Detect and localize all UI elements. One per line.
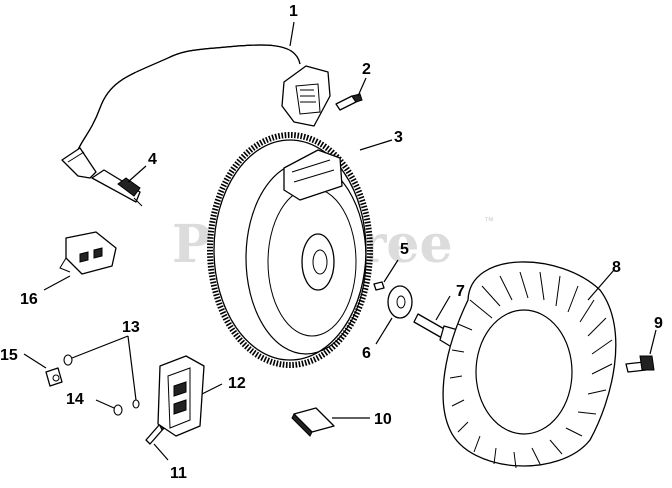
part-10-spacer[interactable] xyxy=(291,407,335,437)
watermark-trademark: ™ xyxy=(484,216,494,227)
part-1-ignition-lead[interactable] xyxy=(61,44,301,179)
part-2-screw[interactable] xyxy=(335,93,363,111)
part-15-clip[interactable] xyxy=(45,367,63,387)
callout-16: 16 xyxy=(20,291,38,308)
part-12-module[interactable] xyxy=(157,355,205,437)
part-13-hardware[interactable] xyxy=(63,354,140,409)
part-3-flywheel[interactable] xyxy=(207,132,373,368)
callout-7: 7 xyxy=(456,283,465,300)
part-14-washer[interactable] xyxy=(113,404,123,416)
callout-5: 5 xyxy=(400,241,409,258)
part-6-washer[interactable] xyxy=(387,285,413,319)
part-1-coil[interactable] xyxy=(281,65,331,127)
callout-6: 6 xyxy=(362,345,371,362)
callout-3: 3 xyxy=(394,129,403,146)
part-16-connector[interactable] xyxy=(59,231,117,275)
callout-11: 11 xyxy=(170,465,187,482)
callout-12: 12 xyxy=(228,375,246,392)
callout-15: 15 xyxy=(0,347,18,364)
callout-14: 14 xyxy=(66,391,84,408)
part-5-key[interactable] xyxy=(373,281,385,291)
leader-lines xyxy=(23,21,657,461)
part-4-spark-plug[interactable] xyxy=(91,169,143,207)
callout-labels: 1 2 3 4 5 6 7 8 9 10 11 12 13 14 15 16 xyxy=(0,3,663,482)
callout-8: 8 xyxy=(612,259,621,276)
callout-4: 4 xyxy=(148,151,157,168)
part-9-screw[interactable] xyxy=(625,355,655,373)
callout-10: 10 xyxy=(374,411,392,428)
callout-13: 13 xyxy=(122,319,140,336)
callout-9: 9 xyxy=(654,315,663,332)
part-8-fan[interactable] xyxy=(442,261,617,469)
callout-1: 1 xyxy=(289,3,298,20)
callout-2: 2 xyxy=(362,61,371,78)
